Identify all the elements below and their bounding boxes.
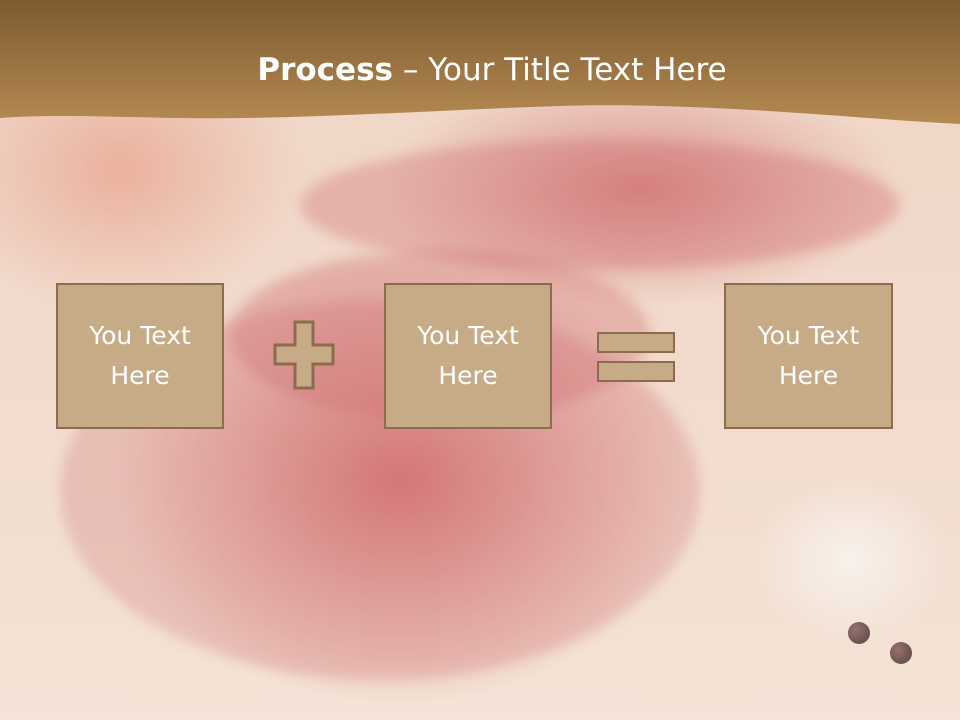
peppercorn-decoration bbox=[890, 642, 912, 664]
process-box-text: You Text Here bbox=[89, 321, 191, 390]
equals-icon bbox=[597, 332, 675, 353]
process-box-text: You Text Here bbox=[417, 321, 519, 390]
slide-title: Process – Your Title Text Here bbox=[0, 52, 960, 88]
title-bold-part: Process bbox=[257, 52, 393, 88]
peppercorn-decoration bbox=[848, 622, 870, 644]
background-photo-texture bbox=[300, 140, 900, 270]
process-box-text: You Text Here bbox=[757, 321, 860, 390]
title-rest: Your Title Text Here bbox=[428, 52, 727, 88]
equals-icon-lower-bar bbox=[597, 361, 675, 382]
process-box-1: You Text Here bbox=[56, 283, 224, 429]
plus-icon bbox=[273, 320, 335, 390]
process-box-2: You Text Here bbox=[384, 283, 552, 429]
title-banner bbox=[0, 0, 960, 124]
process-box-3: You Text Here bbox=[724, 283, 893, 429]
title-separator: – bbox=[393, 52, 429, 88]
